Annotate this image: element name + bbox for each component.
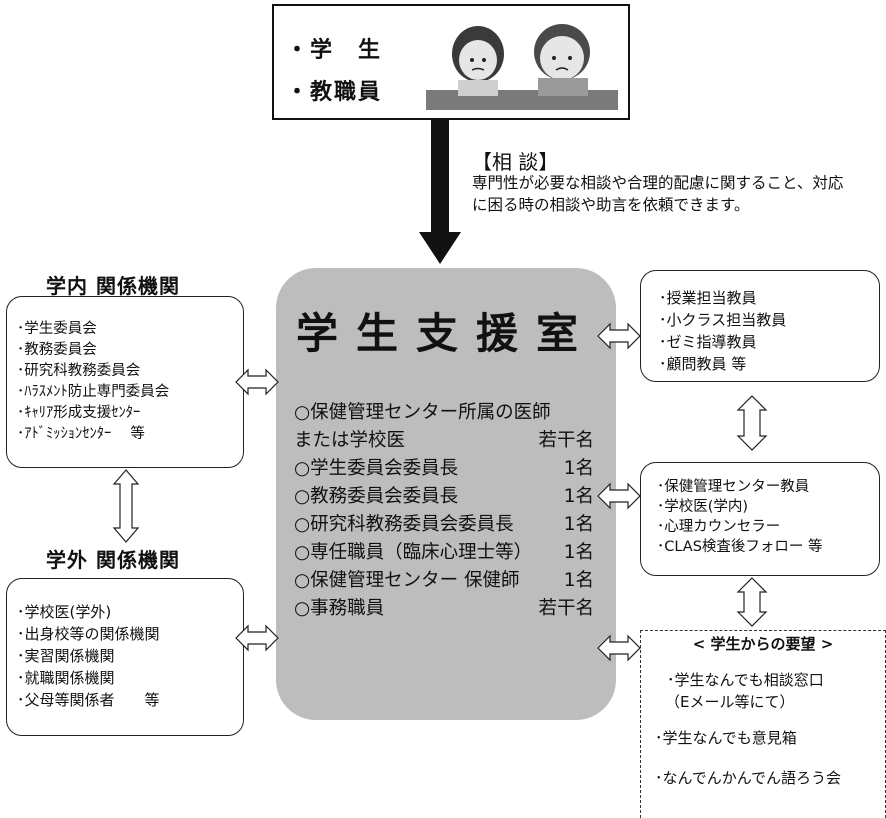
list-item: ･授業担当教員 xyxy=(659,289,757,307)
list-item: ･学校医(学内) xyxy=(657,499,749,515)
list-item: ･研究科教務委員会 xyxy=(17,363,141,379)
list-item: ･心理カウンセラー xyxy=(657,519,781,535)
teachers-box: ･授業担当教員 ･小クラス担当教員 ･ゼミ指導教員 ･顧問教員 等 xyxy=(640,270,880,382)
health-center-list: ･保健管理センター教員 ･学校医(学内) ･心理カウンセラー ･CLAS検査後フ… xyxy=(657,477,823,557)
double-arrow-icon xyxy=(736,577,768,627)
member-row: ○保健管理センター所属の医師 xyxy=(294,402,551,423)
internal-heading: 学内 関係機関 xyxy=(46,274,180,298)
request-item-talk-meeting: ･なんでんかんでん語ろう会 xyxy=(655,769,842,787)
request-item-opinion-box: ･学生なんでも意見箱 xyxy=(655,729,797,747)
list-item: ･就職関係機関 xyxy=(17,669,115,687)
consulter-students: ・学 生 xyxy=(286,38,383,63)
consulter-staff: ・教職員 xyxy=(286,80,383,105)
list-item: ･ゼミ指導教員 xyxy=(659,333,757,351)
list-item: ･顧問教員 等 xyxy=(659,355,747,373)
request-item-consult-note: （Eメール等にて） xyxy=(665,693,795,711)
list-item: ･保健管理センター教員 xyxy=(657,479,810,495)
consulter-box: ・学 生 ・教職員 xyxy=(272,4,630,120)
list-item: ･ｱﾄﾞﾐｯｼｮﾝｾﾝﾀｰ 等 xyxy=(17,426,145,442)
member-row: ○事務職員若干名 xyxy=(294,598,594,619)
student-support-office: 学生支援室 ○保健管理センター所属の医師 または学校医若干名 ○学生委員会委員長… xyxy=(276,268,616,720)
internal-orgs-list: ･学生委員会 ･教務委員会 ･研究科教務委員会 ･ﾊﾗｽﾒﾝﾄ防止専門委員会 ･… xyxy=(17,319,169,445)
student-requests-box: < 学生からの要望 > ･学生なんでも相談窓口 （Eメール等にて） ･学生なんで… xyxy=(640,630,886,818)
list-item: ･学校医(学外) xyxy=(17,603,112,621)
student-consultation-icon xyxy=(426,24,618,110)
member-row: または学校医若干名 xyxy=(294,430,594,451)
double-arrow-icon xyxy=(235,624,279,652)
double-arrow-icon xyxy=(736,395,768,451)
consult-title: 【相 談】 xyxy=(472,150,559,174)
list-item: ･実習関係機関 xyxy=(17,647,115,665)
double-arrow-icon xyxy=(597,322,641,350)
list-item: ･小クラス担当教員 xyxy=(659,311,787,329)
request-item-consult: ･学生なんでも相談窓口 xyxy=(667,671,824,689)
double-arrow-icon xyxy=(597,634,641,662)
external-orgs-list: ･学校医(学外) ･出身校等の関係機関 ･実習関係機関 ･就職関係機関 ･父母等… xyxy=(17,601,160,711)
internal-orgs-box: ･学生委員会 ･教務委員会 ･研究科教務委員会 ･ﾊﾗｽﾒﾝﾄ防止専門委員会 ･… xyxy=(6,296,244,468)
office-title: 学生支援室 xyxy=(295,309,596,358)
member-row: ○専任職員（臨床心理士等）1名 xyxy=(294,542,594,563)
consult-description: 専門性が必要な相談や合理的配慮に関すること、対応に困る時の相談や助言を依頼できま… xyxy=(472,174,844,214)
double-arrow-icon xyxy=(112,469,140,543)
list-item: ･学生委員会 xyxy=(17,321,97,337)
down-arrow-icon xyxy=(419,120,461,264)
list-item: ･ﾊﾗｽﾒﾝﾄ防止専門委員会 xyxy=(17,384,170,400)
list-item: ･教務委員会 xyxy=(17,342,97,358)
teachers-list: ･授業担当教員 ･小クラス担当教員 ･ゼミ指導教員 ･顧問教員 等 xyxy=(659,287,786,375)
list-item: ･CLAS検査後フォロー 等 xyxy=(657,539,823,555)
list-item: ･ｷｬﾘｱ形成支援ｾﾝﾀｰ xyxy=(17,405,141,421)
double-arrow-icon xyxy=(235,368,279,396)
list-item: ･出身校等の関係機関 xyxy=(17,625,160,643)
double-arrow-icon xyxy=(597,482,641,510)
external-orgs-box: ･学校医(学外) ･出身校等の関係機関 ･実習関係機関 ･就職関係機関 ･父母等… xyxy=(6,578,244,736)
requests-heading: < 学生からの要望 > xyxy=(692,635,834,653)
list-item: ･父母等関係者 等 xyxy=(17,691,160,709)
health-center-box: ･保健管理センター教員 ･学校医(学内) ･心理カウンセラー ･CLAS検査後フ… xyxy=(640,462,880,576)
external-heading: 学外 関係機関 xyxy=(46,548,180,572)
